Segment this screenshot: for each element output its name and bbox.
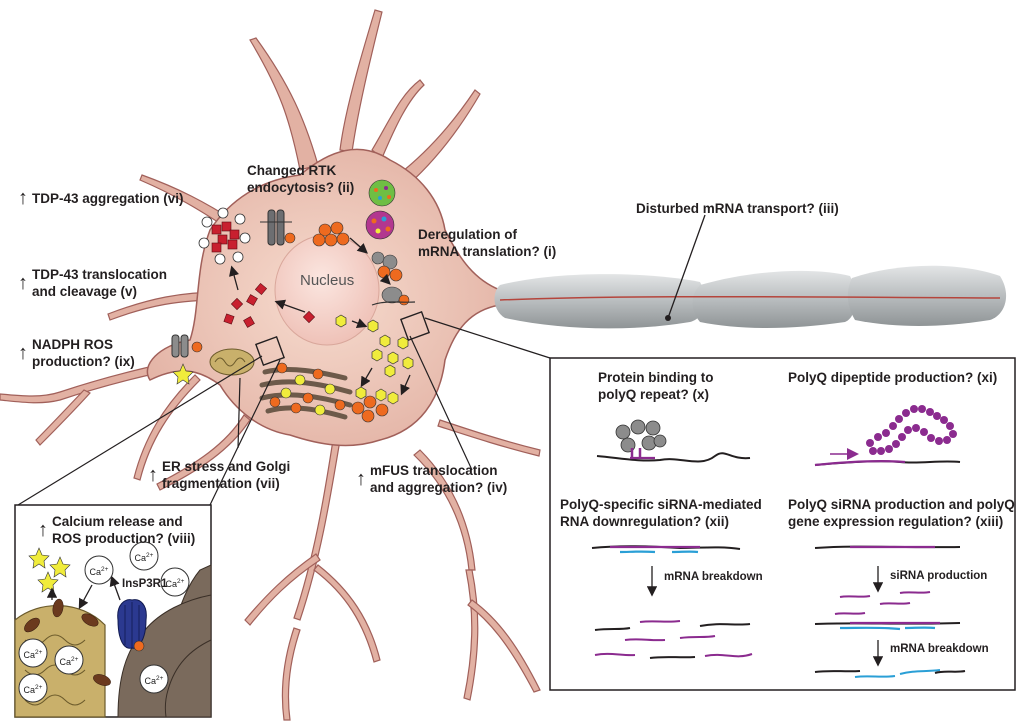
polyq-protein-binding <box>596 419 751 463</box>
tdp43-fragments <box>223 282 316 328</box>
polyq-dipeptide <box>814 405 961 467</box>
er-golgi-particles <box>269 362 346 416</box>
ca-ion-circles <box>18 541 190 703</box>
ca-ion-label: Ca2+ <box>23 684 43 695</box>
ca-ion-label: Ca2+ <box>59 656 79 667</box>
label-sirna-production: siRNA production <box>890 570 988 582</box>
ca-ion-label: Ca2+ <box>23 649 43 660</box>
polyq-panel <box>549 357 1016 691</box>
increase-arrow-icon: ↑ <box>148 463 158 486</box>
nadph-oxidase <box>171 334 203 385</box>
myelin-sheath-2 <box>692 270 856 328</box>
label-polyq-dipeptide: PolyQ dipeptide production? (xi) <box>788 370 998 385</box>
increase-arrow-icon: ↑ <box>38 518 48 541</box>
ribosome-complex <box>371 251 416 306</box>
label-insp3r1: InsP3R1 <box>122 578 168 590</box>
label-mrna-breakdown: mRNA breakdown <box>890 643 989 655</box>
rtk-orange-cluster <box>312 221 350 247</box>
polyq-sirna-downregulation <box>591 545 753 659</box>
label-mrna-transport: Disturbed mRNA transport? (iii) <box>636 201 839 216</box>
ca-ion-label: Ca2+ <box>134 552 154 563</box>
ca-ion-label: Ca2+ <box>144 675 164 686</box>
increase-arrow-icon: ↑ <box>18 187 28 209</box>
increase-arrow-icon: ↑ <box>18 271 28 294</box>
label-tdp43-aggregation: ↑TDP-43 aggregation (vi) <box>18 187 184 209</box>
ca-ion-label: Ca2+ <box>165 578 185 589</box>
zoom-box-axon-hillock <box>400 311 430 341</box>
calcium-inset <box>14 504 212 718</box>
stress-granule-green <box>368 179 396 207</box>
label-nucleus: Nucleus <box>300 272 355 289</box>
nucleus <box>274 234 380 346</box>
rtk-receptor <box>260 209 296 246</box>
dipeptide-hexagons <box>335 314 414 400</box>
ca-ion-label: Ca2+ <box>89 566 109 577</box>
polyq-sirna-production <box>814 545 966 678</box>
mitochondrion <box>209 348 255 376</box>
organelles <box>17 179 551 506</box>
myelin-sheath-1 <box>494 274 706 329</box>
insp3r1-channel <box>117 599 147 652</box>
increase-arrow-icon: ↑ <box>356 467 366 490</box>
zoom-box-er <box>255 336 285 366</box>
axon <box>494 214 1007 329</box>
myelin-sheath-3 <box>847 265 1007 326</box>
mfus-aggregate <box>351 388 399 423</box>
dendrites <box>0 9 541 721</box>
tdp43-aggregate <box>211 221 240 253</box>
label-mrna-breakdown: mRNA breakdown <box>664 571 763 583</box>
increase-arrow-icon: ↑ <box>18 341 28 364</box>
stress-granule-purple <box>365 210 395 240</box>
phosphate-groups <box>198 207 251 265</box>
